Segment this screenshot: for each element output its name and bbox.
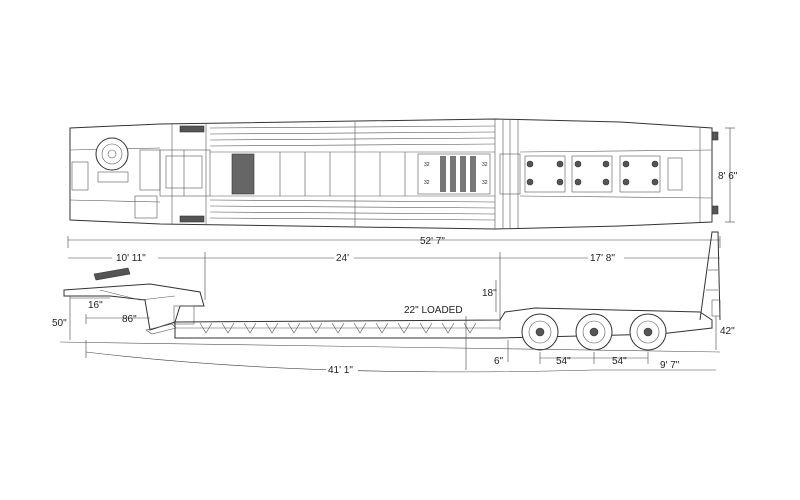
rear-height-18-label: 18"	[482, 288, 497, 299]
deck-height-label: 22" LOADED	[404, 305, 463, 316]
grate-panel	[231, 153, 255, 195]
plate-number: 32	[482, 180, 488, 186]
neck-beams	[159, 124, 211, 224]
plate-number: 32	[424, 180, 430, 186]
rear-ramp	[699, 231, 721, 321]
deck-side	[174, 307, 713, 339]
top-view: 32 32 32 32	[69, 118, 738, 230]
length-41-label: 41' 1"	[328, 365, 353, 376]
deck-rails	[209, 122, 496, 226]
plate-number: 32	[482, 162, 488, 168]
deck-panels: 32 32 32 32	[231, 152, 491, 196]
width-label: 8' 6"	[718, 171, 738, 182]
axle-spread-2-label: 54"	[612, 356, 627, 367]
overall-dims: 52' 7" 10' 11" 24' 17' 8"	[67, 236, 721, 330]
detail-dims: 16" 50" 86" 18" 22" LOADED 6" 54" 54" 42…	[52, 280, 735, 376]
grate-block	[417, 153, 491, 195]
width-dimension: 8' 6"	[718, 127, 738, 223]
axle-spread-1-label: 54"	[556, 356, 571, 367]
ground-6-label: 6"	[494, 356, 504, 367]
mud-flap-icon	[93, 267, 131, 281]
gooseneck-top	[69, 137, 161, 219]
plate-number: 32	[424, 162, 430, 168]
rear-height-42-label: 42"	[720, 326, 735, 337]
rear-overhang-label: 9' 7"	[660, 360, 680, 371]
wheels	[521, 313, 667, 351]
side-view	[59, 231, 721, 353]
height-50-label: 50"	[52, 318, 67, 329]
spare-tire-icon	[95, 137, 129, 171]
deck-length-label: 24'	[336, 253, 349, 264]
overall-length-label: 52' 7"	[420, 236, 445, 247]
rear-length-label: 17' 8"	[590, 253, 615, 264]
swing-label: 16"	[88, 300, 103, 311]
kingpin-label: 86"	[122, 314, 137, 325]
gooseneck-length-label: 10' 11"	[116, 253, 146, 264]
rear-top	[494, 119, 719, 229]
